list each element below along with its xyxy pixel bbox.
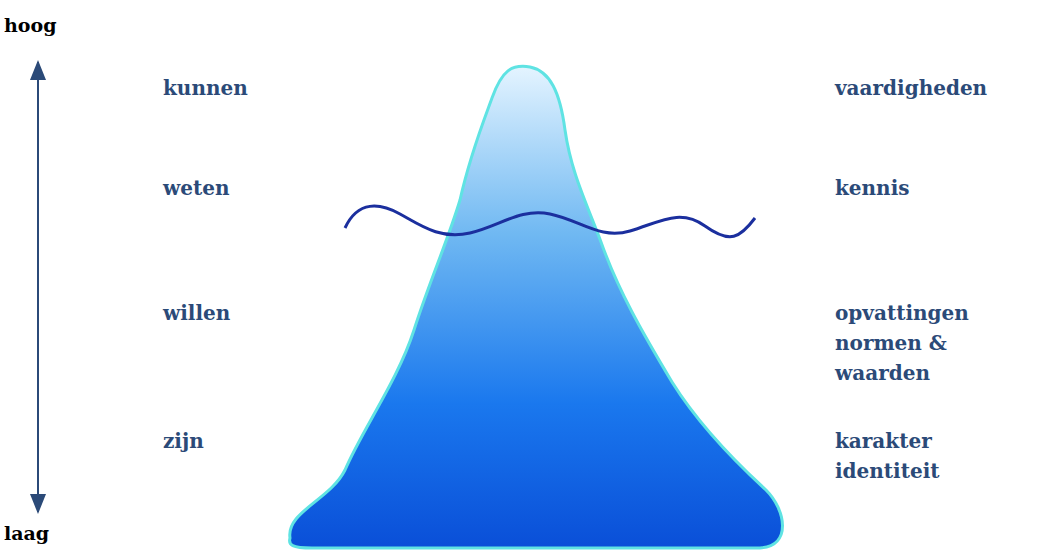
scale-arrow xyxy=(37,62,39,512)
axis-label: laag xyxy=(4,518,49,548)
level-label: willen xyxy=(163,298,230,328)
level-label: kennis xyxy=(835,173,910,203)
axis-label: hoog xyxy=(4,10,56,40)
level-label: zijn xyxy=(163,426,204,456)
level-label: karakter identiteit xyxy=(835,426,960,486)
level-label: weten xyxy=(163,173,229,203)
level-label: vaardigheden xyxy=(835,73,987,103)
water-line xyxy=(345,206,755,237)
level-label: kunnen xyxy=(163,73,248,103)
level-label: opvattingen normen & waarden xyxy=(835,298,1035,388)
iceberg-shape xyxy=(290,66,783,548)
